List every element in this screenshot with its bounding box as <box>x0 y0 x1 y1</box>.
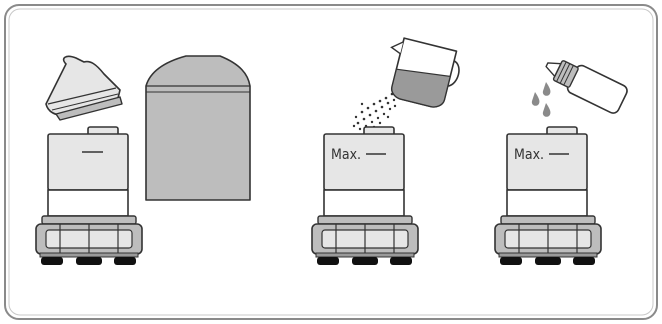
nozzle-attachment-icon <box>45 55 123 121</box>
max-fill-label-2: Max. <box>514 147 544 163</box>
measuring-cup-icon <box>390 37 460 108</box>
water-tank-body-2: Max. <box>311 126 419 265</box>
panel-inner-frame <box>8 8 654 316</box>
cover-bag-icon <box>145 55 251 201</box>
max-fill-label-1: Max. <box>331 147 361 163</box>
water-tank-body-1 <box>35 126 143 265</box>
detergent-drops-icon <box>531 82 551 117</box>
detergent-bottle-icon <box>545 60 628 114</box>
water-tank-body-3: Max. <box>494 126 602 265</box>
